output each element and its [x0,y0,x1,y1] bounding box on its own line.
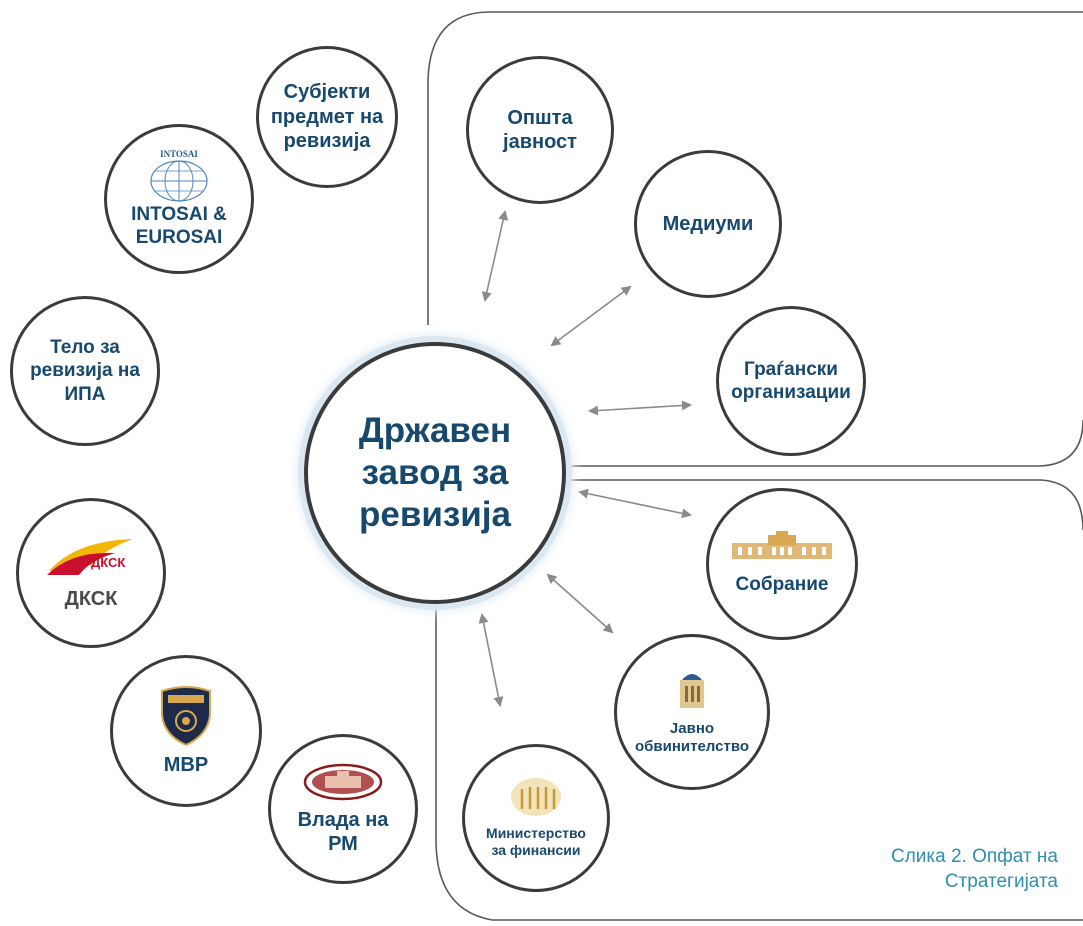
intosai-logo-text: INTOSAI [160,148,198,159]
arrow-civil [588,400,692,416]
arrow-public [481,210,509,302]
public-group-bracket [427,11,1083,325]
node-civil-label: Граѓански организации [731,358,851,403]
node-subjects-label: Субјекти предмет на ревизија [270,81,384,153]
node-intosai: INTOSAI INTOSAI & EUROSAI [104,124,254,274]
center-node: Државен завод за ревизија [304,342,566,604]
node-dksk: ДКСК ДКСК [16,498,166,648]
government-logo [303,763,383,800]
node-sobranie-label: Собрание [735,574,829,596]
node-ipa-label: Тело за ревизија на ИПА [30,337,140,405]
node-public-label: Општа јавност [503,106,577,153]
arrow-finance [478,613,504,707]
arrow-media [550,285,632,347]
node-public: Општа јавност [466,56,614,204]
node-ipa: Тело за ревизија на ИПА [10,296,160,446]
node-mvr: МВР [110,655,262,807]
node-media-label: Медиуми [662,212,754,235]
parliament-building-icon [732,531,832,560]
node-dksk-label: ДКСК [64,587,118,610]
node-vlada: Влада на РМ [268,734,418,884]
node-intosai-label: INTOSAI & EUROSAI [131,203,227,248]
institutions-group-bracket-left [435,598,1083,921]
node-subjects: Субјекти предмет на ревизија [256,46,398,188]
arrow-sobranie [578,488,692,519]
node-prosecution: Јавно обвинителство [614,634,770,790]
arrow-prosecution [546,573,614,634]
police-badge-icon [161,685,211,746]
dksk-logo: ДКСК [47,538,133,575]
node-civil: Граѓански организации [716,306,866,456]
institutions-group-bracket [568,479,1083,531]
node-prosecution-label: Јавно обвинителство [634,719,750,755]
finance-ministry-icon [511,777,561,816]
node-sobranie: Собрание [706,488,858,640]
node-finance-label: Министерство за финансии [486,824,586,858]
center-label: Државен завод за ревизија [358,411,512,534]
node-media: Медиуми [634,150,782,298]
figure-caption: Слика 2. Опфат на Стратегијата [890,846,1058,892]
prosecution-building-icon [680,673,704,708]
node-mvr-label: МВР [163,753,209,776]
public-group-bracket-bottom [568,419,1083,467]
dksk-logo-text: ДКСК [91,555,125,570]
globe-icon [150,160,208,202]
intosai-logo: INTOSAI [147,149,211,203]
node-finance: Министерство за финансии [462,744,610,892]
node-vlada-label: Влада на РМ [297,808,389,855]
